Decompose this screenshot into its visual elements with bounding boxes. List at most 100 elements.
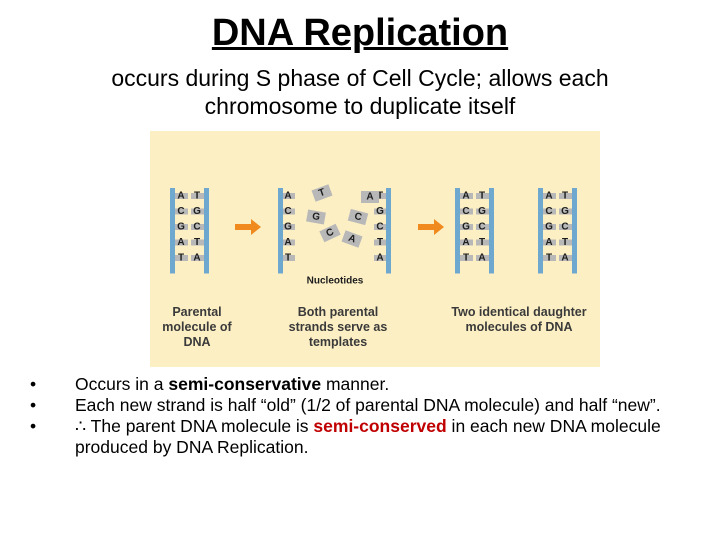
base-letter: G (462, 222, 470, 233)
template-base-left (283, 208, 295, 215)
nucleotide-base (311, 184, 333, 202)
bullet-marker: • (30, 395, 37, 415)
template-strand-left (278, 188, 283, 274)
base-left (175, 193, 188, 199)
template-base-right (374, 208, 386, 215)
base-right (559, 224, 572, 230)
replication-arrow-1 (235, 219, 261, 235)
dna-strand-right (204, 188, 209, 274)
caption-daughters: Two identical daughter molecules of DNA (451, 305, 587, 334)
dna-strand-left (170, 188, 175, 274)
base-right (476, 224, 489, 230)
bullet-item: • ∴ The parent DNA molecule is semi-cons… (30, 416, 695, 458)
bullet-text: Occurs in a (75, 374, 169, 394)
base-letter: G (177, 222, 185, 233)
nucleotide-letter: G (311, 211, 321, 223)
base-letter: G (545, 222, 553, 233)
base-letter: A (177, 237, 184, 248)
template-base-left (283, 224, 295, 230)
base-letter: T (377, 191, 383, 202)
free-nucleotide: T (311, 184, 333, 202)
base-letter: A (462, 191, 469, 202)
dna-strand-left (455, 188, 460, 274)
base-letter: G (478, 206, 486, 217)
base-left (175, 239, 188, 246)
base-right (191, 193, 204, 199)
bullet-highlight: semi-conserved (313, 416, 447, 436)
base-left (543, 255, 556, 261)
base-letter: C (284, 206, 291, 217)
base-letter: A (376, 253, 383, 264)
nucleotides-label: Nucleotides (307, 276, 364, 287)
base-letter: C (376, 222, 383, 233)
base-letter: T (479, 237, 485, 248)
base-letter: C (561, 222, 568, 233)
base-left (175, 208, 188, 215)
slide-subtitle: occurs during S phase of Cell Cycle; all… (111, 65, 609, 120)
template-base-left (283, 239, 295, 246)
free-nucleotide: A (341, 230, 363, 248)
bullet-marker: • (30, 416, 37, 436)
base-left (543, 208, 556, 215)
base-letter: A (545, 191, 552, 202)
bullet-text-end: manner. (321, 374, 390, 394)
replication-arrow-2 (418, 219, 444, 235)
base-letter: T (194, 237, 200, 248)
base-letter: A (478, 253, 485, 264)
nucleotide-base (319, 223, 341, 243)
template-base-left (283, 193, 295, 199)
base-letter: T (178, 253, 184, 264)
nucleotide-base (306, 209, 326, 225)
base-right (559, 255, 572, 261)
base-letter: A (193, 253, 200, 264)
base-letter: A (561, 253, 568, 264)
base-right (559, 193, 572, 199)
nucleotide-letter: A (347, 233, 358, 246)
nucleotide-letter: C (324, 227, 335, 240)
slide-title: DNA Replication (211, 12, 509, 54)
base-letter: A (284, 191, 291, 202)
base-letter: G (284, 222, 292, 233)
bullet-text-end: in each new DNA molecule produced by DNA… (75, 416, 661, 457)
bullet-item: • Occurs in a semi-conservative manner. (30, 374, 695, 395)
bullet-marker: • (30, 374, 37, 394)
base-left (460, 208, 473, 215)
free-nucleotide: C (347, 208, 369, 226)
bullet-list: • Occurs in a semi-conservative manner. … (30, 374, 695, 458)
base-letter: C (193, 222, 200, 233)
free-nucleotide: G (306, 209, 326, 225)
caption-parental: Parental molecule of DNA (162, 305, 232, 349)
template-base-right (374, 239, 386, 246)
base-letter: T (546, 253, 552, 264)
base-letter: A (177, 191, 184, 202)
base-letter: T (562, 191, 568, 202)
dna-strand-right (572, 188, 577, 274)
base-right (476, 255, 489, 261)
base-letter: A (284, 237, 291, 248)
template-base-left (283, 255, 295, 261)
template-base-right (374, 224, 386, 230)
nucleotide-base (361, 191, 379, 203)
base-right (476, 193, 489, 199)
base-letter: C (545, 206, 552, 217)
bullet-text: Each new strand is half “old” (1/2 of pa… (75, 395, 661, 415)
template-base-right (374, 193, 386, 199)
template-base-right (374, 255, 386, 261)
base-left (543, 193, 556, 199)
template-strand-right (386, 188, 391, 274)
base-letter: G (376, 206, 384, 217)
base-left (175, 224, 188, 230)
base-letter: T (479, 191, 485, 202)
base-right (476, 239, 489, 246)
base-left (460, 239, 473, 246)
base-letter: T (377, 237, 383, 248)
bullet-emphasis: semi-conservative (168, 374, 322, 394)
base-letter: C (478, 222, 485, 233)
nucleotide-letter: A (366, 192, 373, 203)
base-right (191, 208, 204, 215)
base-left (460, 193, 473, 199)
